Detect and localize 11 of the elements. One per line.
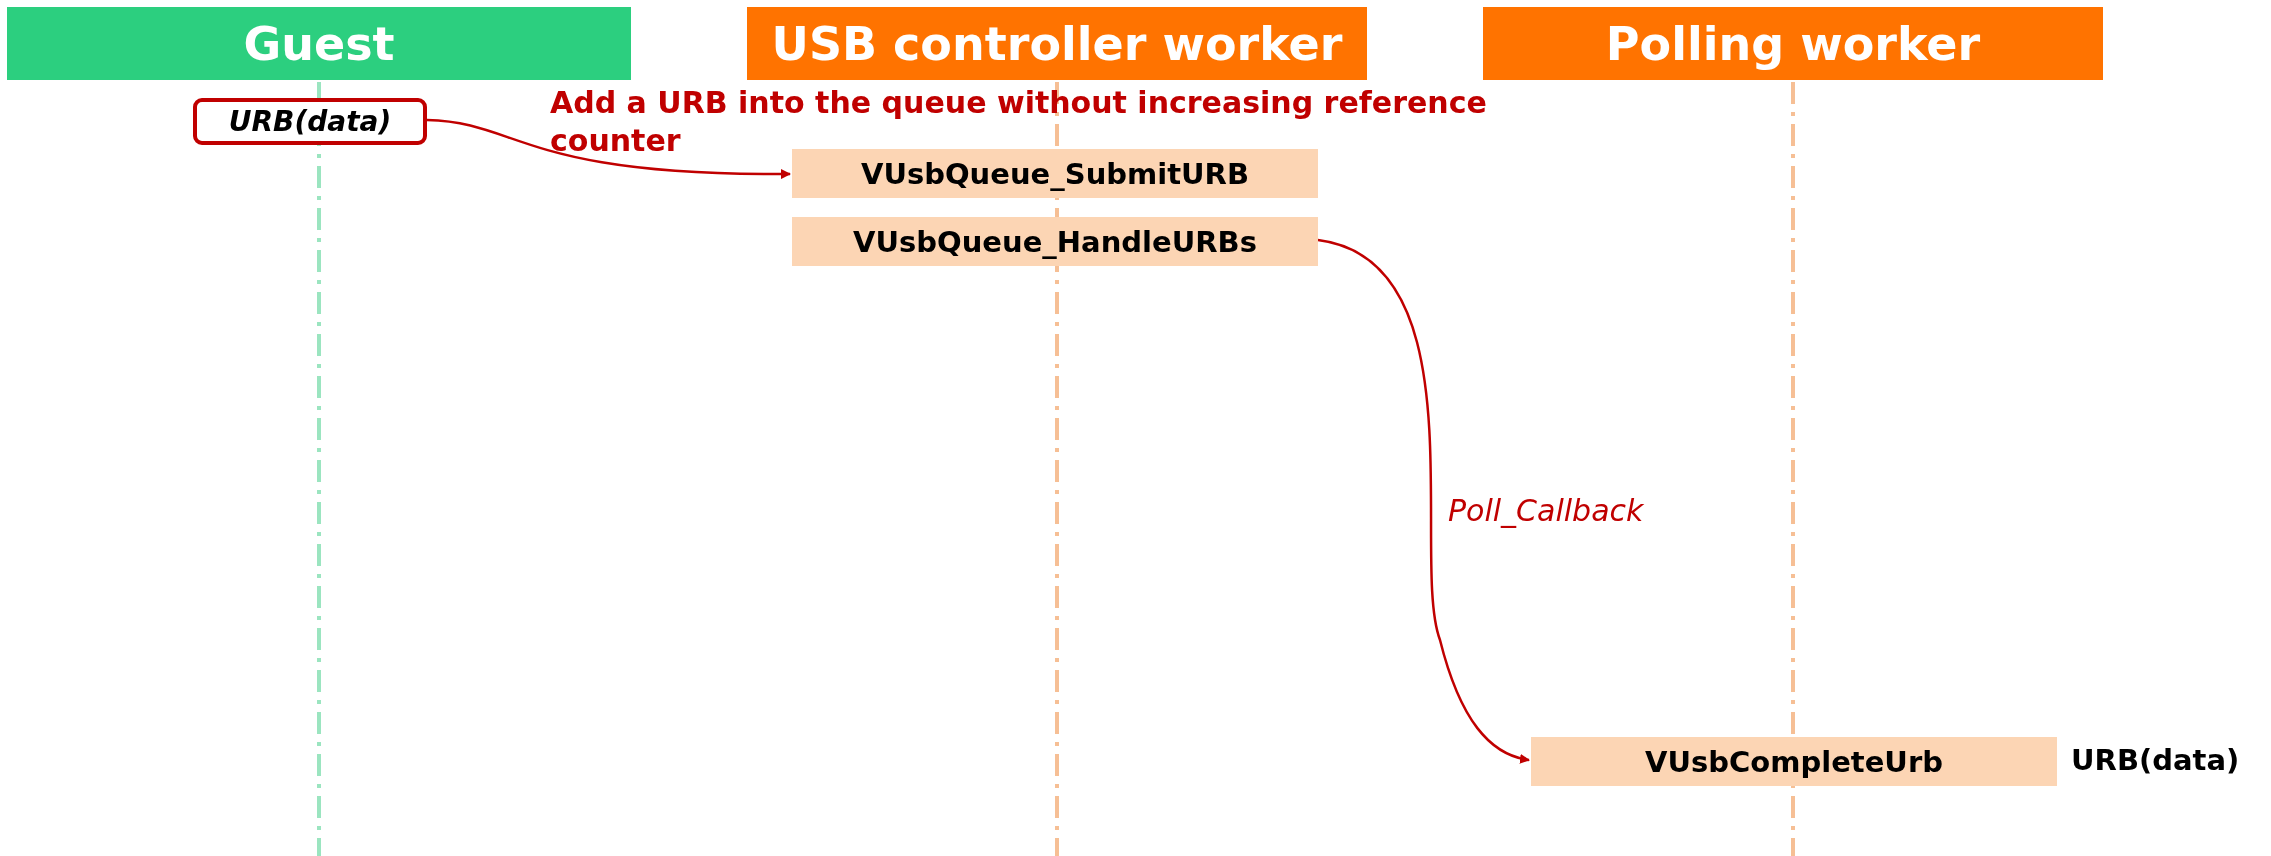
lane-header: USB controller worker <box>747 7 1367 80</box>
edge-label: Poll_Callback <box>1448 492 1644 530</box>
activation-box: VUsbQueue_SubmitURB <box>792 149 1318 198</box>
lane-header: Guest <box>7 7 631 80</box>
activation-box: VUsbCompleteUrb <box>1531 737 2057 786</box>
arrow <box>1317 238 1530 764</box>
lane-header: Polling worker <box>1483 7 2103 80</box>
activation-box: VUsbQueue_HandleURBs <box>792 217 1318 266</box>
message-box: URB(data) <box>193 98 427 145</box>
node-caption: URB(data) <box>2071 743 2240 777</box>
arrow <box>426 118 791 179</box>
